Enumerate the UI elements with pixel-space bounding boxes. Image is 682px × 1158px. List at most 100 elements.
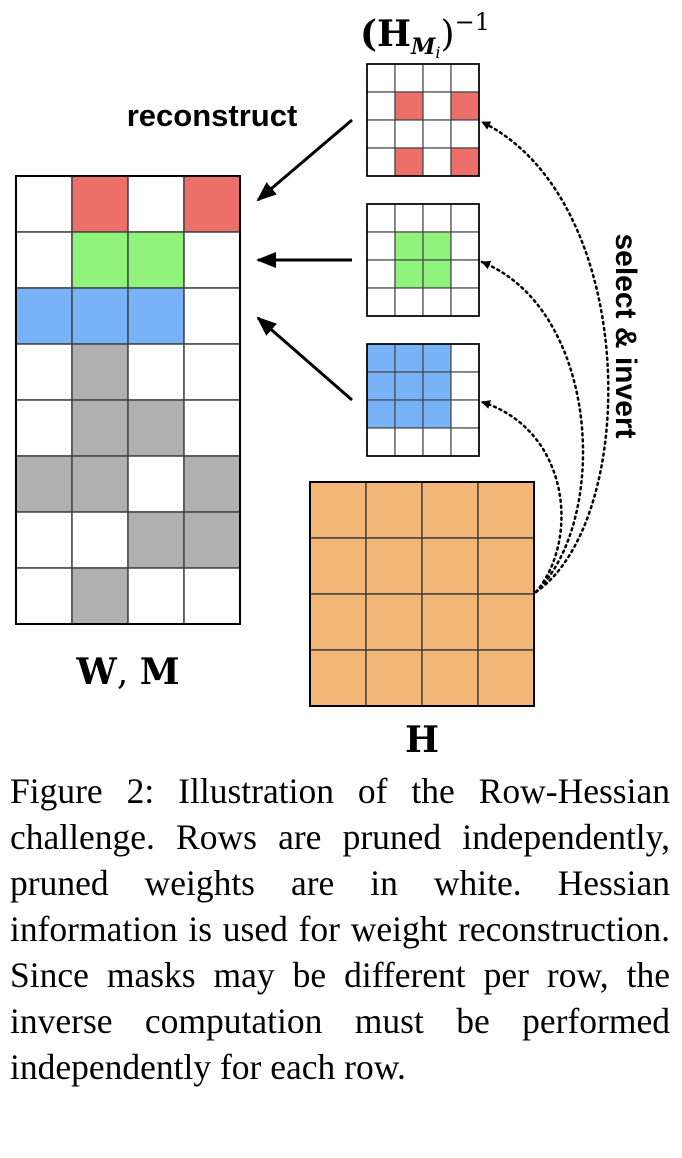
inverse-hessian-base: (H xyxy=(360,13,411,55)
weight-matrix-cell-white xyxy=(15,175,73,233)
weight-symbol: W xyxy=(75,651,117,693)
inverse-red-cell-white xyxy=(366,63,396,93)
weight-matrix-cell-green xyxy=(71,231,129,289)
weight-matrix-cell-red xyxy=(183,175,241,233)
inverse-hessian-matrix-blue xyxy=(366,343,480,457)
inverse-blue-cell-white xyxy=(422,427,452,457)
inverse-red-cell-white xyxy=(394,63,424,93)
reconstruct-arrows xyxy=(256,118,353,402)
inverse-blue-cell-blue xyxy=(422,399,452,429)
weight-matrix-cell-gray xyxy=(71,455,129,513)
select-arrow-green xyxy=(480,260,585,594)
inverse-green-cell-white xyxy=(450,231,480,261)
weight-matrix-cell-gray xyxy=(15,455,73,513)
inverse-hessian-matrix-green xyxy=(366,203,480,317)
weight-matrix-cell-white xyxy=(15,511,73,569)
weight-matrix-cell-gray xyxy=(71,567,129,625)
hessian-cell-orange xyxy=(477,649,535,707)
inverse-hessian-close: ) xyxy=(441,14,455,55)
weight-matrix-cell-white xyxy=(183,287,241,345)
inverse-blue-cell-blue xyxy=(394,343,424,373)
inverse-red-cell-red xyxy=(394,91,424,121)
hessian-cell-orange xyxy=(365,649,423,707)
reconstruct-label: reconstruct xyxy=(127,98,298,133)
inverse-red-cell-white xyxy=(366,147,396,177)
hessian-cell-orange xyxy=(477,481,535,539)
weight-matrix-cell-white xyxy=(15,343,73,401)
hessian-label: H xyxy=(405,719,439,760)
inverse-red-cell-white xyxy=(366,91,396,121)
hessian-cell-orange xyxy=(477,537,535,595)
hessian-cell-orange xyxy=(421,537,479,595)
inverse-red-cell-white xyxy=(422,119,452,149)
hessian-cell-orange xyxy=(365,593,423,651)
inverse-green-cell-white xyxy=(450,259,480,289)
inverse-blue-cell-white xyxy=(394,427,424,457)
weight-matrix-cell-blue xyxy=(15,287,73,345)
inverse-red-cell-white xyxy=(366,119,396,149)
inverse-red-cell-red xyxy=(394,147,424,177)
hessian-cell-orange xyxy=(309,593,367,651)
weight-matrix-cell-blue xyxy=(71,287,129,345)
inverse-green-cell-green xyxy=(394,259,424,289)
inverse-blue-cell-blue xyxy=(366,371,396,401)
weight-matrix-cell-white xyxy=(127,455,185,513)
hessian-cell-orange xyxy=(309,537,367,595)
weight-mask-matrix xyxy=(15,175,241,625)
inverse-green-cell-green xyxy=(394,231,424,261)
select-arrow-red xyxy=(480,120,610,594)
weight-matrix-cell-white xyxy=(71,511,129,569)
inverse-red-cell-white xyxy=(450,63,480,93)
inverse-blue-cell-white xyxy=(450,371,480,401)
weight-matrix-cell-white xyxy=(15,231,73,289)
inverse-green-cell-white xyxy=(366,203,396,233)
inverse-blue-cell-blue xyxy=(366,343,396,373)
hessian-cell-orange xyxy=(365,537,423,595)
figure-caption: Figure 2: Illustration of the Row-Hessia… xyxy=(10,771,670,1087)
inverse-red-cell-red xyxy=(450,91,480,121)
weight-matrix-cell-gray xyxy=(127,511,185,569)
inverse-hessian-subsub: i xyxy=(435,43,440,62)
inverse-green-cell-green xyxy=(422,259,452,289)
hessian-matrix xyxy=(309,481,535,707)
inverse-red-cell-white xyxy=(422,91,452,121)
weight-matrix-cell-white xyxy=(127,175,185,233)
inverse-green-cell-white xyxy=(394,203,424,233)
hessian-cell-orange xyxy=(309,481,367,539)
inverse-blue-border xyxy=(366,343,480,457)
inverse-blue-cell-white xyxy=(450,427,480,457)
weight-matrix-cell-white xyxy=(127,343,185,401)
inverse-green-cell-white xyxy=(394,287,424,317)
weight-matrix-cell-white xyxy=(127,567,185,625)
weight-matrix-cell-blue xyxy=(127,287,185,345)
hessian-cell-orange xyxy=(365,481,423,539)
weight-matrix-cell-green xyxy=(127,231,185,289)
weight-matrix-cell-white xyxy=(183,567,241,625)
weight-matrix-cell-white xyxy=(15,399,73,457)
weight-matrix-cell-white xyxy=(15,567,73,625)
inverse-red-cell-white xyxy=(394,119,424,149)
weight-matrix-cell-gray xyxy=(71,399,129,457)
select-arrow-blue xyxy=(480,400,563,594)
hessian-cell-orange xyxy=(477,593,535,651)
inverse-green-cell-white xyxy=(450,203,480,233)
inverse-green-cell-white xyxy=(366,259,396,289)
mask-symbol: M xyxy=(140,651,180,693)
inverse-green-cell-white xyxy=(366,287,396,317)
inverse-green-cell-white xyxy=(422,287,452,317)
weight-matrix-cell-white xyxy=(183,231,241,289)
inverse-red-cell-white xyxy=(450,119,480,149)
inverse-red-border xyxy=(366,63,480,177)
row-hessian-diagram: reconstruct select & invert W, M H (HMi)… xyxy=(15,8,642,760)
inverse-blue-cell-white xyxy=(450,343,480,373)
hessian-cell-orange xyxy=(421,593,479,651)
inverse-red-cell-white xyxy=(422,63,452,93)
inverse-green-border xyxy=(366,203,480,317)
inverse-hessian-exponent: −1 xyxy=(455,8,490,36)
weight-mask-label: W, M xyxy=(75,651,179,693)
inverse-blue-cell-white xyxy=(366,427,396,457)
weight-matrix-cell-white xyxy=(183,343,241,401)
inverse-blue-cell-blue xyxy=(394,399,424,429)
inverse-blue-cell-blue xyxy=(422,343,452,373)
weight-matrix-cell-gray xyxy=(71,343,129,401)
